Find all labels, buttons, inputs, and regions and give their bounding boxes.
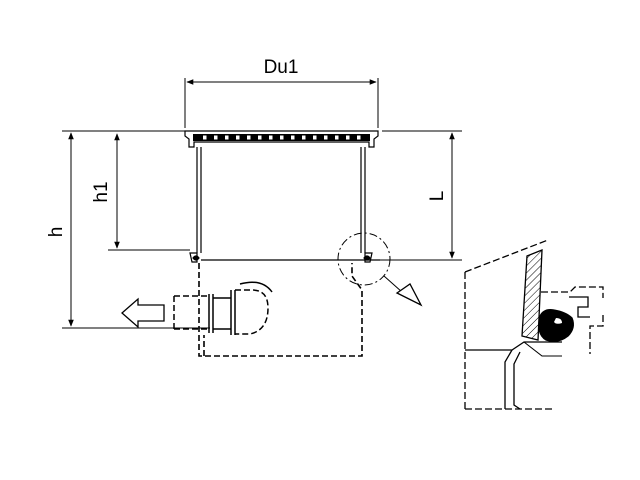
- h-label: h: [46, 227, 67, 238]
- du1-label: Du1: [264, 57, 299, 78]
- dimension-du1: [184, 78, 379, 128]
- outlet-pipe: [173, 281, 273, 335]
- dimension-h: [62, 130, 210, 329]
- h1-label: h1: [91, 181, 112, 202]
- l-label: L: [427, 191, 448, 202]
- body-flanges: [189, 252, 373, 263]
- dimension-l: [380, 130, 462, 261]
- detail-enlarged-view: [464, 239, 604, 410]
- lower-body-dashed: [198, 263, 363, 357]
- grating: [184, 130, 379, 148]
- drain-body: [196, 147, 380, 261]
- detail-callout: [337, 232, 423, 307]
- flow-direction-arrow: [121, 297, 165, 329]
- dimension-h1: [108, 133, 190, 251]
